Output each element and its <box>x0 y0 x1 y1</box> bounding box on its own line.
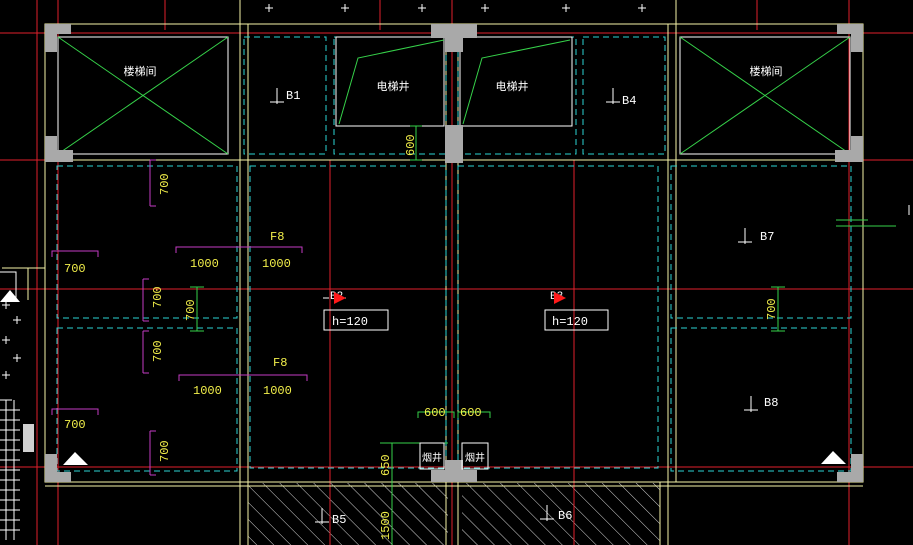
slab-label-b4: B4 <box>622 94 636 108</box>
elevator-left-label: 电梯井 <box>377 79 410 93</box>
f8-top-label: F8 <box>270 230 284 244</box>
columns <box>23 24 863 482</box>
top-plus-marks <box>265 4 646 12</box>
thickness-box-right <box>544 309 609 331</box>
dim-700-vertical-d: 700 <box>184 299 198 321</box>
red-flag-right-icon <box>554 292 566 304</box>
slab-label-b5: B5 <box>332 513 346 527</box>
dim-700-vertical-h: 700 <box>765 298 779 320</box>
elevator-shaft-left <box>335 36 445 127</box>
dim-650: 650 <box>379 454 393 476</box>
dim-600-s2: 600 <box>460 406 482 420</box>
green-dims <box>190 125 896 545</box>
triangle-marker-edge <box>0 290 20 302</box>
hatched-slab-left <box>248 483 448 545</box>
dim-1000-b: 1000 <box>262 257 291 271</box>
dim-600-elevator: 600 <box>404 134 418 156</box>
slab-label-b1: B1 <box>286 89 300 103</box>
dim-700-vertical-c: 700 <box>151 286 165 308</box>
hatched-slab-right <box>462 483 660 545</box>
slab-dashed-outlines <box>56 36 852 472</box>
dim-1000-a: 1000 <box>190 257 219 271</box>
thickness-box-left <box>323 309 389 331</box>
dim-1000-d: 1000 <box>263 384 292 398</box>
f8-bottom-label: F8 <box>273 356 287 370</box>
dim-1000-c: 1000 <box>193 384 222 398</box>
slab-marker-ticks <box>270 88 758 524</box>
dim-700-vertical-e: 700 <box>151 340 165 362</box>
dim-700-a: 700 <box>64 262 86 276</box>
triangle-marker-right <box>821 451 846 464</box>
stair-room-right-label: 楼梯间 <box>750 64 783 78</box>
thickness-label-left: h=120 <box>332 315 368 329</box>
slab-label-b8: B8 <box>764 396 778 410</box>
dim-700-f: 700 <box>64 418 86 432</box>
stair-room-right <box>679 36 851 155</box>
dim-600-s1: 600 <box>424 406 446 420</box>
slab-label-b7: B7 <box>760 230 774 244</box>
smoke-shaft-left-label: 烟井 <box>422 451 442 464</box>
stair-room-left <box>57 36 229 155</box>
red-flag-left-icon <box>334 292 346 304</box>
stair-room-left-label: 楼梯间 <box>124 64 157 78</box>
top-strip <box>239 0 677 25</box>
triangle-marker-left <box>63 452 88 465</box>
dim-1500: 1500 <box>379 511 393 540</box>
dim-700-vertical-g: 700 <box>158 440 172 462</box>
slab-label-b6: B6 <box>558 509 572 523</box>
smoke-shafts <box>419 442 489 470</box>
elevator-shaft-right <box>459 36 573 127</box>
elevator-right-label: 电梯井 <box>496 79 529 93</box>
smoke-shaft-right-label: 烟井 <box>465 451 485 464</box>
magenta-dims <box>51 159 308 476</box>
dim-700-vertical-a: 700 <box>158 173 172 195</box>
left-edge-marks <box>0 205 910 540</box>
thickness-label-right: h=120 <box>552 315 588 329</box>
